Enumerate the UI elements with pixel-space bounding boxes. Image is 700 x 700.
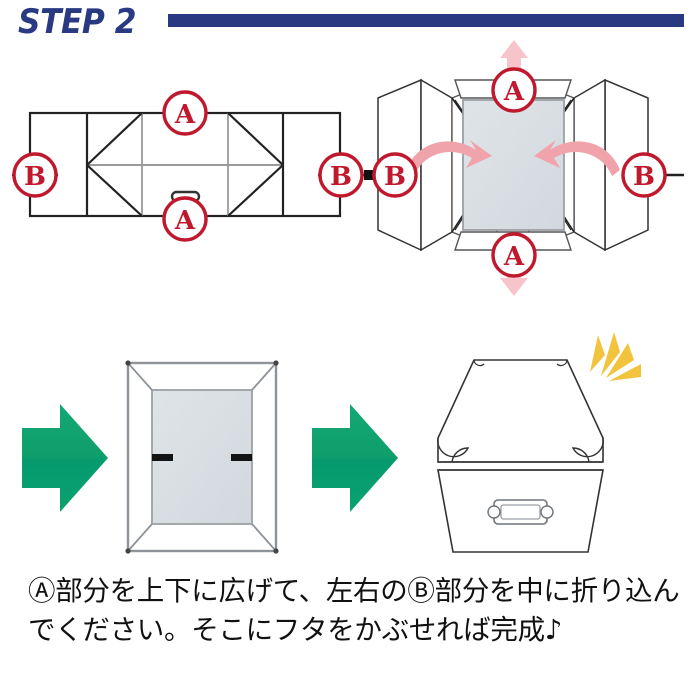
marker-a-opened-top: A bbox=[491, 67, 537, 113]
pink-arrow-inward-left bbox=[534, 140, 620, 176]
tab-slot-right bbox=[231, 454, 252, 461]
marker-a-flat-top: A bbox=[162, 90, 208, 136]
green-arrow-1 bbox=[22, 404, 108, 512]
handle-plate-icon bbox=[487, 499, 554, 525]
marker-label: B bbox=[330, 162, 352, 192]
marker-b-flat-right: B bbox=[318, 152, 364, 198]
instruction-caption: Ⓐ部分を上下に広げて、左右のⒷ部分を中に折り込んでください。そこにフタをかぶせれ… bbox=[28, 575, 680, 647]
green-arrow-2 bbox=[312, 404, 398, 512]
tab-marker-left bbox=[364, 170, 374, 180]
pink-arrow-inward-right bbox=[406, 140, 492, 176]
finished-box-with-lid bbox=[437, 332, 641, 553]
marker-a-flat-bottom: A bbox=[162, 196, 208, 242]
marker-b-opened-right: B bbox=[621, 152, 667, 198]
marker-label: A bbox=[503, 242, 525, 272]
marker-label: B bbox=[633, 162, 655, 192]
marker-label: A bbox=[174, 100, 196, 130]
sparkle-icon bbox=[590, 332, 641, 381]
marker-b-flat-left: B bbox=[12, 152, 58, 198]
marker-b-opened-left: B bbox=[372, 152, 418, 198]
marker-label: A bbox=[174, 206, 196, 236]
marker-label: A bbox=[503, 77, 525, 107]
marker-label: B bbox=[384, 162, 406, 192]
tab-slot-left bbox=[152, 454, 173, 461]
marker-a-opened-bottom: A bbox=[491, 232, 537, 278]
header-rule bbox=[168, 14, 684, 27]
marker-label: B bbox=[24, 162, 46, 192]
step-header: STEP 2 bbox=[0, 0, 700, 48]
assembled-box-top-view bbox=[125, 360, 279, 554]
page-title: STEP 2 bbox=[18, 2, 137, 42]
